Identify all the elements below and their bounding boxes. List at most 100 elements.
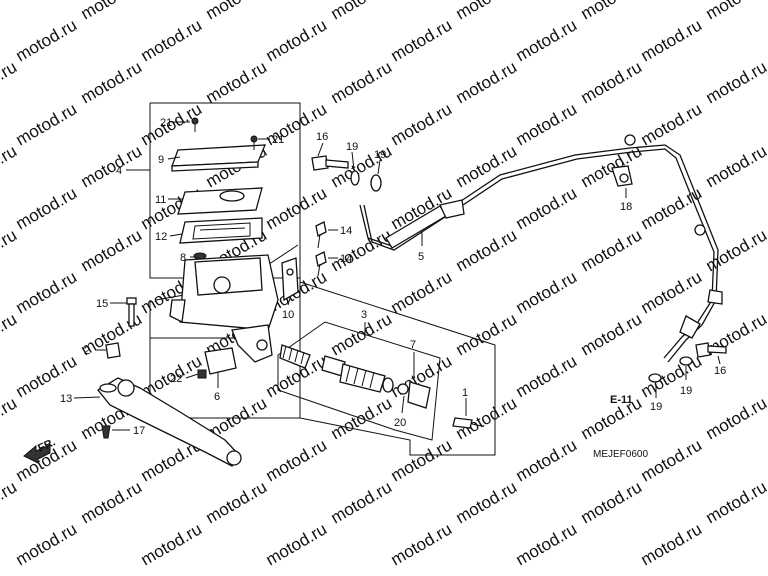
watermark-text: motod.ru <box>638 435 706 485</box>
watermark-text: motod.ru <box>13 15 81 65</box>
push-rod-1 <box>452 417 483 429</box>
callout-21: 21 <box>160 117 172 129</box>
callout-17: 17 <box>133 425 145 437</box>
diagram-code: MEJEF0600 <box>593 449 648 460</box>
callout-16: 16 <box>714 365 726 377</box>
watermark-text: motod.ru <box>78 141 146 191</box>
watermark-text: motod.ru <box>13 519 81 569</box>
watermark-text: motod.ru <box>453 57 521 107</box>
callout-19: 19 <box>374 149 386 161</box>
watermark-text: motod.ru <box>703 477 768 527</box>
watermark-text: motod.ru <box>138 519 206 569</box>
clutch-hose-5 <box>359 134 723 363</box>
watermark-text: motod.ru <box>578 57 646 107</box>
reservoir-cap <box>171 144 266 172</box>
watermark-text: motod.ru <box>578 309 646 359</box>
watermark-text: motod.ru <box>0 309 20 359</box>
banjo-bolt-16 <box>311 155 727 358</box>
callout-19: 19 <box>650 401 662 413</box>
watermark-text: motod.ru <box>78 225 146 275</box>
watermark-text: motod.ru <box>638 267 706 317</box>
callout-11: 11 <box>155 194 166 206</box>
watermark-text: motod.ru <box>263 15 331 65</box>
bushing-2 <box>105 342 121 359</box>
callout-8: 8 <box>180 252 186 264</box>
front-arrow <box>23 444 51 464</box>
watermark-text: motod.ru <box>78 57 146 107</box>
switch-6 <box>197 347 237 379</box>
watermark-text: motod.ru <box>203 0 271 23</box>
master-cylinder-body <box>169 254 279 363</box>
watermark-text: motod.ru <box>513 351 581 401</box>
watermark-text: motod.ru <box>638 519 706 569</box>
watermark-text: motod.ru <box>703 393 768 443</box>
callout-18: 18 <box>620 201 632 213</box>
clamp-18 <box>611 165 633 187</box>
watermark-text: motod.ru <box>703 0 768 23</box>
clutch-lever-13 <box>97 377 242 467</box>
callout-4: 4 <box>116 165 122 177</box>
diaphragm <box>179 217 263 244</box>
watermark-text: motod.ru <box>0 57 20 107</box>
watermark-text: motod.ru <box>328 57 396 107</box>
leader-lines <box>73 121 721 431</box>
diaphragm-plate <box>177 187 263 215</box>
watermark-text: motod.ru <box>638 15 706 65</box>
reference-label: E-11 <box>610 394 633 406</box>
bolt-14 <box>315 221 327 277</box>
piston-set-3 <box>279 344 431 409</box>
callout-7: 7 <box>410 339 416 351</box>
watermark-text: motod.ru <box>0 477 20 527</box>
callout-5: 5 <box>418 251 424 263</box>
watermark-text: motod.ru <box>578 477 646 527</box>
callout-21: 21 <box>272 134 284 146</box>
watermark-text: motod.ru <box>638 99 706 149</box>
screw-21 <box>191 117 258 150</box>
watermark-text: motod.ru <box>388 99 456 149</box>
watermark-text: motod.ru <box>328 0 396 23</box>
watermark-text: motod.ru <box>388 267 456 317</box>
screw-17 <box>101 425 111 439</box>
watermark-text: motod.ru <box>513 435 581 485</box>
callout-10: 10 <box>282 309 294 321</box>
watermark-text: motod.ru <box>13 183 81 233</box>
watermark-text: motod.ru <box>13 267 81 317</box>
sealing-washer-19 <box>350 170 693 383</box>
watermark-text: motod.ru <box>513 183 581 233</box>
watermark-text: motod.ru <box>388 519 456 569</box>
callout-13: 13 <box>60 393 72 405</box>
pivot-bolt-15 <box>126 297 137 327</box>
oring-8 <box>193 252 207 260</box>
watermark-text: motod.ru <box>513 519 581 569</box>
bracket-10 <box>281 257 299 302</box>
watermark-text: motod.ru <box>703 141 768 191</box>
callout-labels: 4 21 21 9 11 12 8 15 2 13 17 22 6 10 3 7… <box>60 117 726 437</box>
watermark-text: motod.ru <box>453 0 521 23</box>
callout-6: 6 <box>214 391 220 403</box>
watermark-text: motod.ru <box>388 435 456 485</box>
watermark-text: motod.ru <box>203 57 271 107</box>
watermark-text: motod.ru <box>703 225 768 275</box>
watermark-text: motod.ru <box>513 267 581 317</box>
watermark-text: motod.ru <box>0 141 20 191</box>
callout-1: 1 <box>462 387 468 399</box>
watermark-text: motod.ru <box>263 519 331 569</box>
watermark-text: motod.ru <box>203 477 271 527</box>
watermark-text: motod.ru <box>453 477 521 527</box>
watermark-text: motod.ru <box>578 0 646 23</box>
callout-9: 9 <box>158 154 164 166</box>
watermark-text: motod.ru <box>513 15 581 65</box>
callout-19: 19 <box>346 141 358 153</box>
callout-20: 20 <box>394 417 406 429</box>
watermark-text: motod.ru <box>138 15 206 65</box>
watermark-text: motod.ru <box>578 141 646 191</box>
watermark-text: motod.ru <box>0 0 20 23</box>
watermark-text: motod.ru <box>578 225 646 275</box>
callout-14: 14 <box>340 253 352 265</box>
watermark-text: motod.ru <box>13 99 81 149</box>
callout-14: 14 <box>340 225 352 237</box>
watermark-text: motod.ru <box>328 477 396 527</box>
